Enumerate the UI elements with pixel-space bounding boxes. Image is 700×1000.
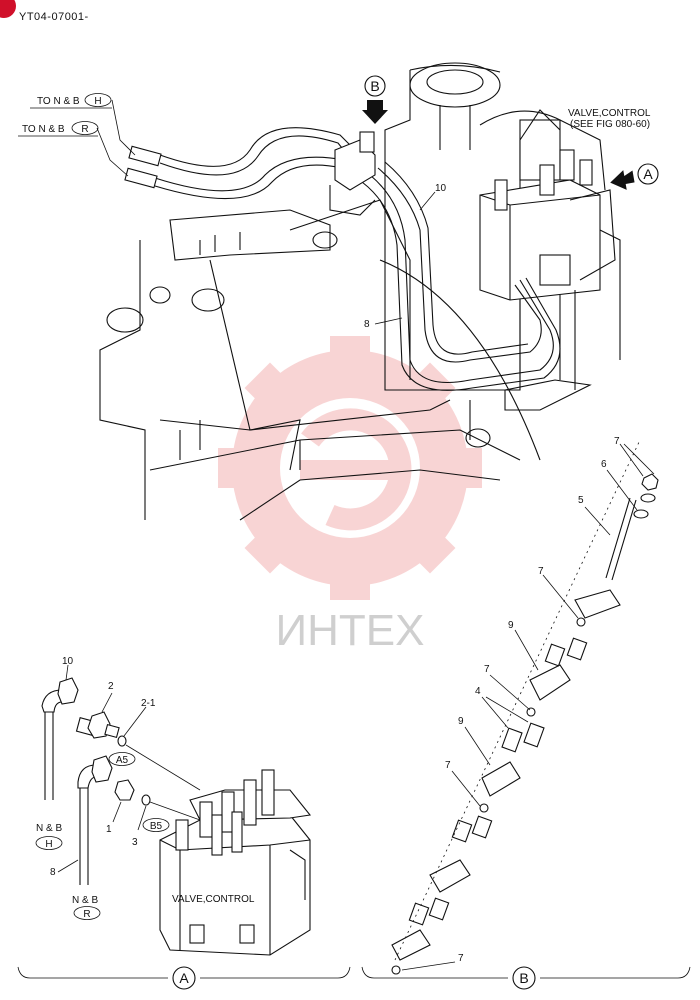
nb-label-r: N & B R: [72, 895, 101, 920]
valve-caption-bottom: VALVE,CONTROL: [172, 894, 255, 905]
svg-text:R: R: [81, 124, 88, 135]
svg-text:N & B: N & B: [72, 895, 98, 906]
svg-text:N & B: N & B: [36, 823, 62, 834]
callout-2-1: 2-1: [141, 698, 156, 709]
svg-text:B: B: [370, 78, 379, 94]
exploded-view-b: [391, 439, 659, 975]
drawing-code: YT04-07001-: [19, 11, 89, 23]
callout-4: 4: [475, 686, 481, 697]
svg-text:B5: B5: [150, 821, 163, 832]
callout-7-c: 7: [484, 664, 490, 675]
callout-10-detail: 10: [62, 656, 74, 667]
detail-view-a: [41, 664, 312, 956]
nb-label-h: N & B H: [35, 823, 62, 850]
svg-text:H: H: [94, 96, 101, 107]
callout-7-d: 7: [445, 760, 451, 771]
callout-9-a: 9: [508, 620, 514, 631]
section-label-a: A: [17, 966, 351, 990]
svg-text:H: H: [45, 839, 52, 850]
port-badge-b5: B5: [142, 818, 170, 832]
svg-text:TO N & B: TO N & B: [37, 96, 80, 107]
watermark-logo: [218, 336, 482, 600]
hose-target-r: TO N & B R: [18, 121, 99, 137]
callout-10-top: 10: [435, 183, 447, 194]
callout-9-b: 9: [458, 716, 464, 727]
callout-8-detail: 8: [50, 867, 56, 878]
callout-7-e: 7: [458, 953, 464, 964]
callout-2: 2: [108, 681, 114, 692]
watermark-text: ИНТЕХ: [276, 606, 425, 655]
callout-6: 6: [601, 459, 607, 470]
svg-text:A: A: [643, 166, 653, 182]
svg-text:B: B: [519, 970, 528, 986]
callout-7-b: 7: [538, 566, 544, 577]
svg-text:TO N & B: TO N & B: [22, 124, 65, 135]
svg-text:A5: A5: [116, 755, 129, 766]
callout-3: 3: [132, 837, 138, 848]
view-marker-a: A: [610, 163, 659, 190]
valve-caption-top-line2: (SEE FIG 080-60): [570, 119, 650, 130]
svg-text:A: A: [179, 970, 189, 986]
machine-frame-drawing: [96, 62, 621, 521]
port-badge-a5: A5: [108, 752, 136, 766]
corner-badge: [0, 0, 16, 18]
valve-caption-top-line1: VALVE,CONTROL: [568, 108, 651, 119]
hose-target-h: TO N & B H: [30, 93, 112, 109]
svg-text:R: R: [83, 909, 90, 920]
callout-1: 1: [106, 824, 112, 835]
view-marker-b-top: B: [362, 75, 388, 124]
callout-7-a: 7: [614, 436, 620, 447]
callout-5: 5: [578, 495, 584, 506]
callout-8-top: 8: [364, 319, 370, 330]
section-label-b: B: [361, 966, 691, 990]
